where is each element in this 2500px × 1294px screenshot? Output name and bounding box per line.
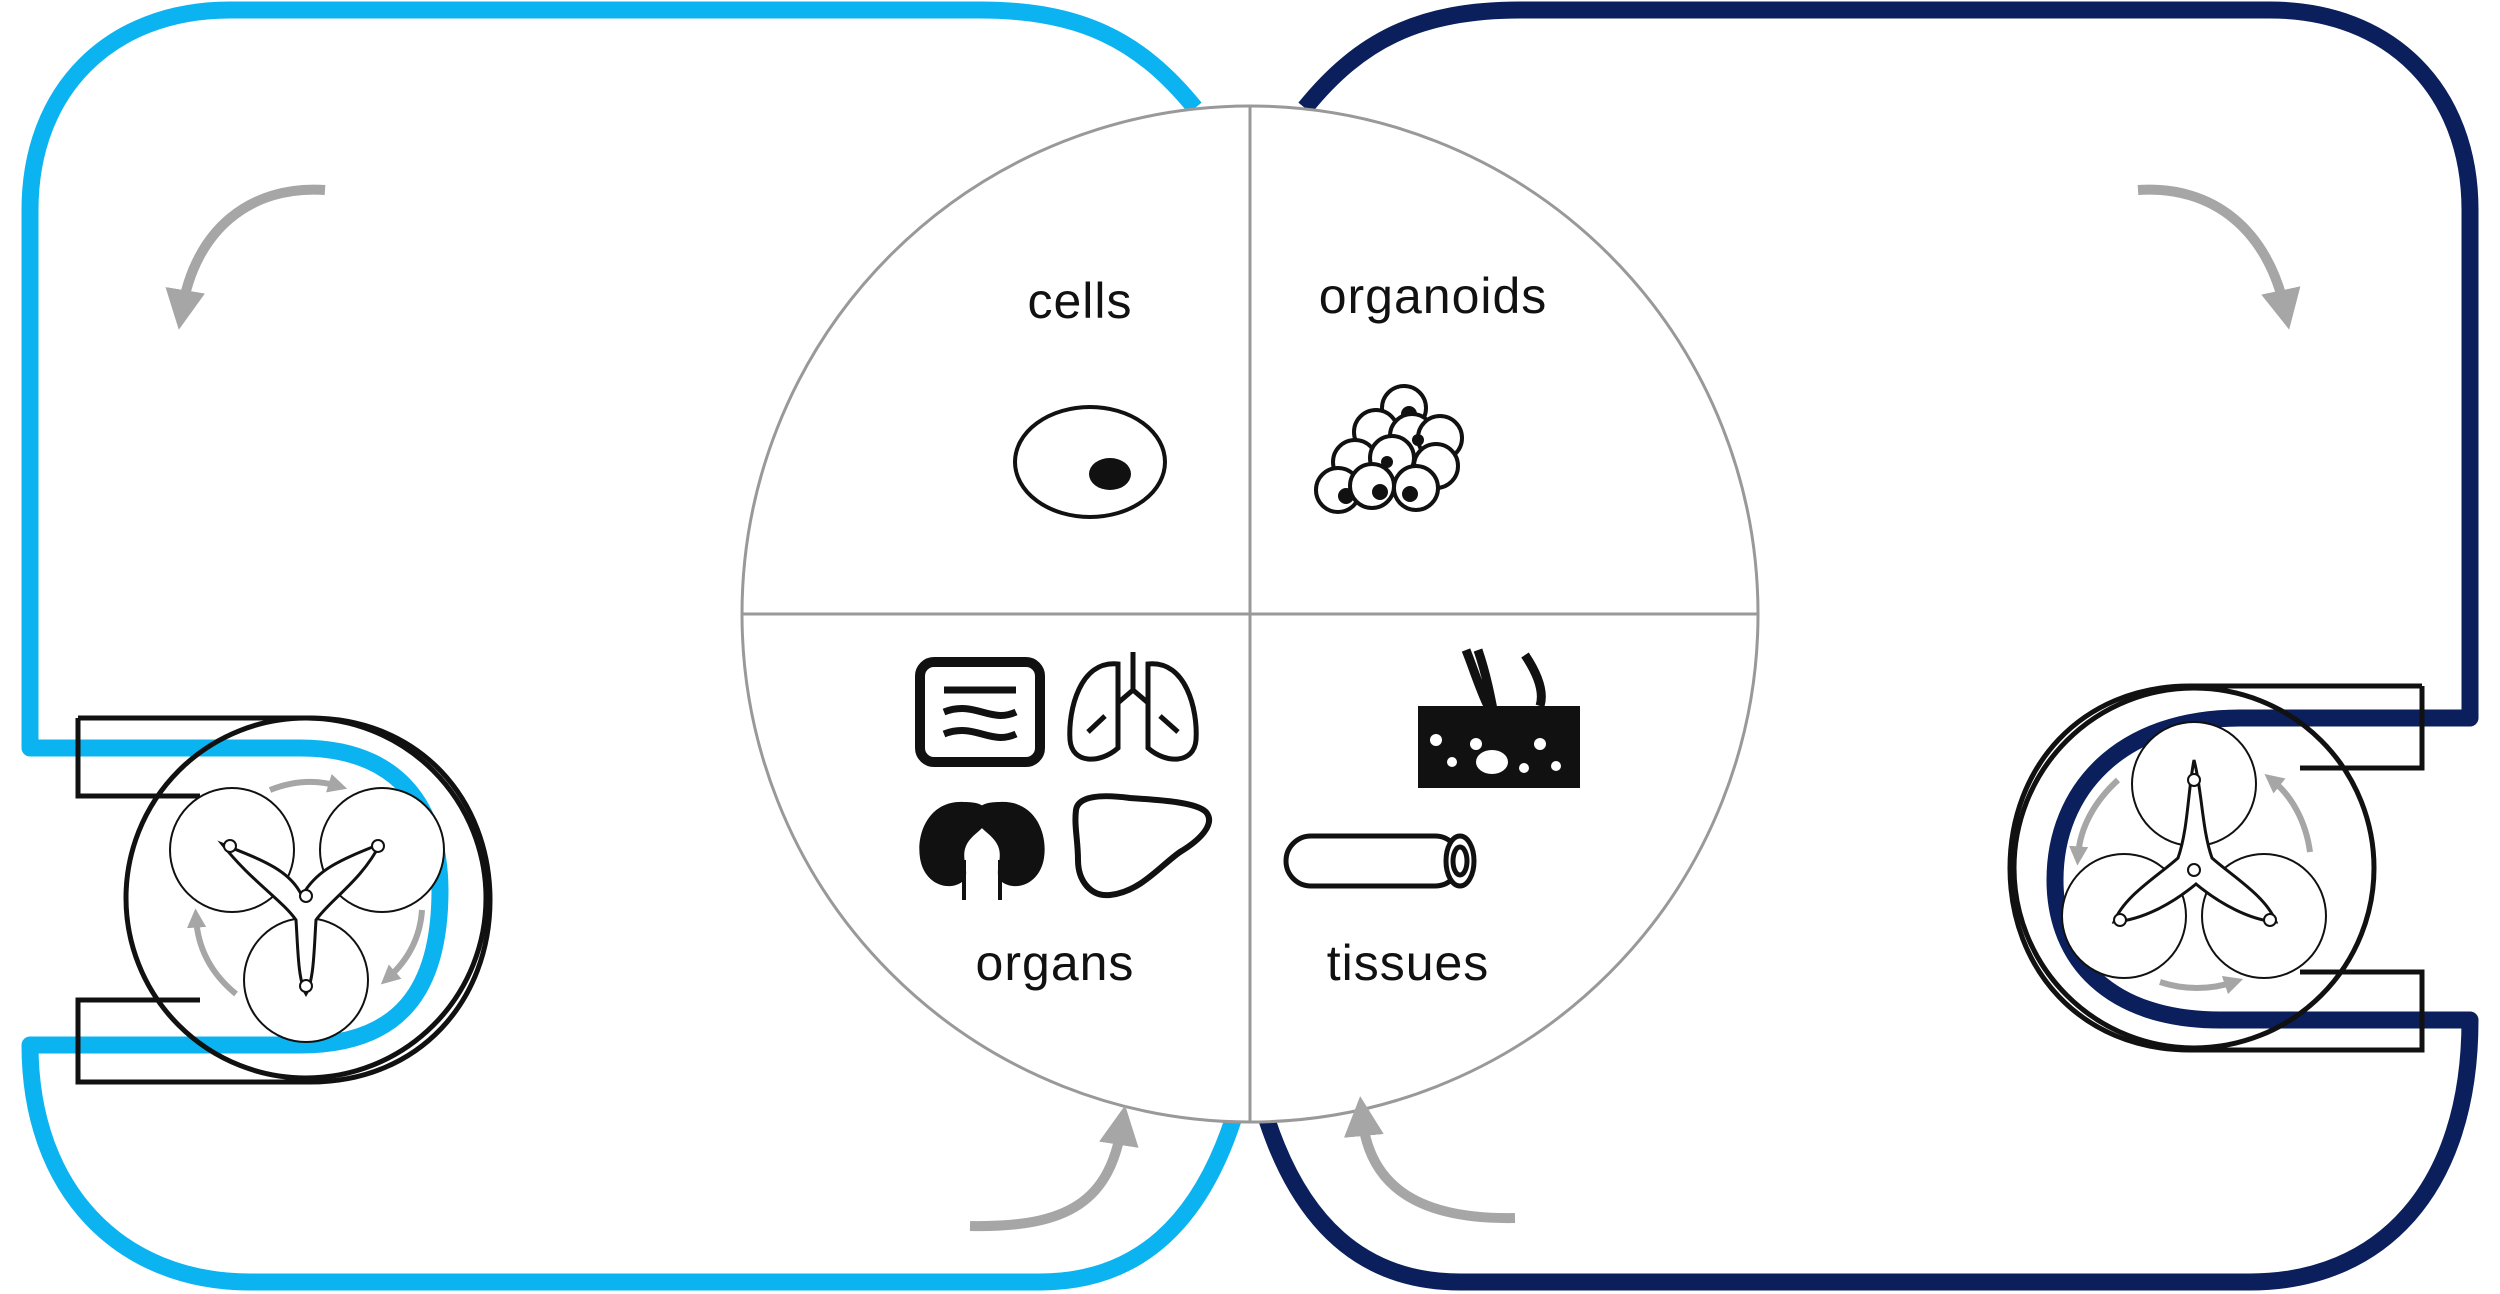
right-pump-rotation-arrows <box>2069 773 2313 995</box>
intestine-icon <box>915 657 1045 767</box>
flow-arrow-icon <box>165 184 326 330</box>
right-tube <box>1258 1 2479 1291</box>
label-organs: organs <box>976 935 1135 991</box>
flow-arrow-icon <box>1343 1096 1516 1224</box>
right-pump <box>2007 683 2425 1053</box>
organoid-cluster-icon <box>1314 384 1464 514</box>
cell-icon <box>1013 405 1167 519</box>
vessel-tube-icon <box>1283 833 1477 889</box>
label-cells: cells <box>1027 273 1132 329</box>
left-pump-rotation-arrows <box>186 774 425 997</box>
skin-tissue-icon <box>1418 648 1580 788</box>
liver-icon <box>1072 793 1212 899</box>
flow-arrow-icon <box>969 1105 1139 1232</box>
flow-arrows <box>165 184 2301 1232</box>
left-pump <box>75 715 493 1085</box>
peristaltic-pump-icon <box>2061 721 2327 979</box>
kidneys-icon <box>919 801 1045 900</box>
left-tube-upper <box>21 1 1242 1291</box>
left-pump-rotor-housing <box>123 715 489 1081</box>
peristaltic-pump-icon <box>169 787 445 1043</box>
label-tissues: tissues <box>1327 935 1490 991</box>
right-pump-rotor-housing <box>2011 685 2377 1051</box>
right-pump-housing <box>2007 683 2425 1053</box>
label-organoids: organoids <box>1319 268 1548 324</box>
left-perfusion-loop <box>21 1 1242 1291</box>
culture-model-circle <box>740 104 1760 1124</box>
right-perfusion-loop <box>1258 1 2479 1291</box>
lungs-icon <box>1067 652 1199 762</box>
flow-arrow-icon <box>2137 184 2301 330</box>
